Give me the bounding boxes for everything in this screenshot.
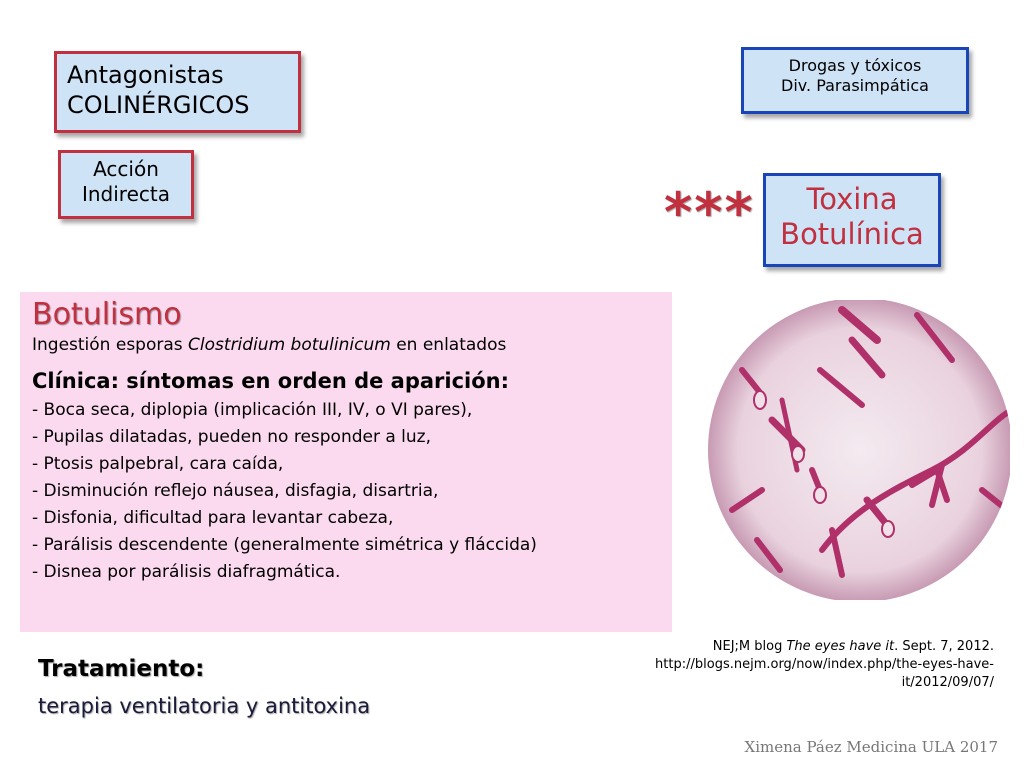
citation-line1: NEJ;M blog The eyes have it. Sept. 7, 20… — [574, 638, 994, 656]
tratamiento-colon: : — [195, 656, 205, 682]
antagonistas-line2: COLINÉRGICOS — [67, 91, 250, 119]
botulismo-panel: Botulismo Ingestión esporas Clostridium … — [20, 292, 672, 632]
botulismo-title: Botulismo — [32, 297, 182, 332]
toxina-botulinica-box: Toxina Botulínica — [763, 173, 941, 267]
citation-article: The eyes have it — [786, 639, 895, 654]
list-item: - Parálisis descendente (generalmente si… — [32, 535, 537, 555]
list-item: - Pupilas dilatadas, pueden no responder… — [32, 427, 432, 447]
list-item: - Boca seca, diplopia (implicación III, … — [32, 400, 473, 420]
toxina-line1: Toxina — [806, 182, 898, 216]
drogas-toxicos-box: Drogas y tóxicos Div. Parasimpática — [741, 47, 969, 114]
accion-indirecta-box: Acción Indirecta — [58, 150, 194, 219]
micrograph-image — [708, 300, 1010, 600]
drogas-line2: Div. Parasimpática — [781, 76, 929, 95]
footer-credit: Ximena Páez Medicina ULA 2017 — [744, 738, 998, 756]
citation: NEJ;M blog The eyes have it. Sept. 7, 20… — [574, 638, 994, 692]
antagonistas-line1: Antagonistas — [67, 61, 224, 89]
clinica-title: Clínica: síntomas en orden de aparición: — [32, 369, 510, 393]
drogas-line1: Drogas y tóxicos — [788, 56, 922, 75]
toxina-line2: Botulínica — [780, 216, 924, 251]
ingestion-suffix: en enlatados — [390, 335, 507, 355]
list-item: - Disminución reflejo náusea, disfagia, … — [32, 481, 439, 501]
tratamiento-label: Tratamiento — [38, 656, 196, 682]
antagonistas-colinergicos-box: Antagonistas COLINÉRGICOS — [54, 51, 301, 133]
citation-source: NEJ;M blog — [712, 639, 787, 654]
ingestion-text: Ingestión esporas Clostridium botulinicu… — [32, 335, 662, 355]
list-item: - Ptosis palpebral, cara caída, — [32, 454, 284, 474]
citation-url-line2: it/2012/09/07/ — [901, 675, 994, 690]
citation-url-line1: http://blogs.nejm.org/now/index.php/the-… — [655, 657, 994, 672]
bacteria-micrograph — [702, 300, 1010, 600]
accion-line1: Acción — [93, 157, 159, 181]
list-item: - Disnea por parálisis diafragmática. — [32, 562, 341, 582]
symptom-list: - Boca seca, diplopia (implicación III, … — [30, 397, 662, 586]
ingestion-prefix: Ingestión esporas — [32, 335, 189, 355]
list-item: - Disfonia, dificultad para levantar cab… — [32, 508, 394, 528]
species-name: Clostridium botulinicum — [188, 335, 391, 355]
asterisks-mark: *** — [664, 181, 755, 244]
tratamiento-text: terapia ventilatoria y antitoxina — [38, 694, 371, 718]
citation-date: . Sept. 7, 2012. — [894, 639, 994, 654]
tratamiento-title: Tratamiento: — [38, 656, 204, 682]
accion-line2: Indirecta — [81, 182, 170, 206]
